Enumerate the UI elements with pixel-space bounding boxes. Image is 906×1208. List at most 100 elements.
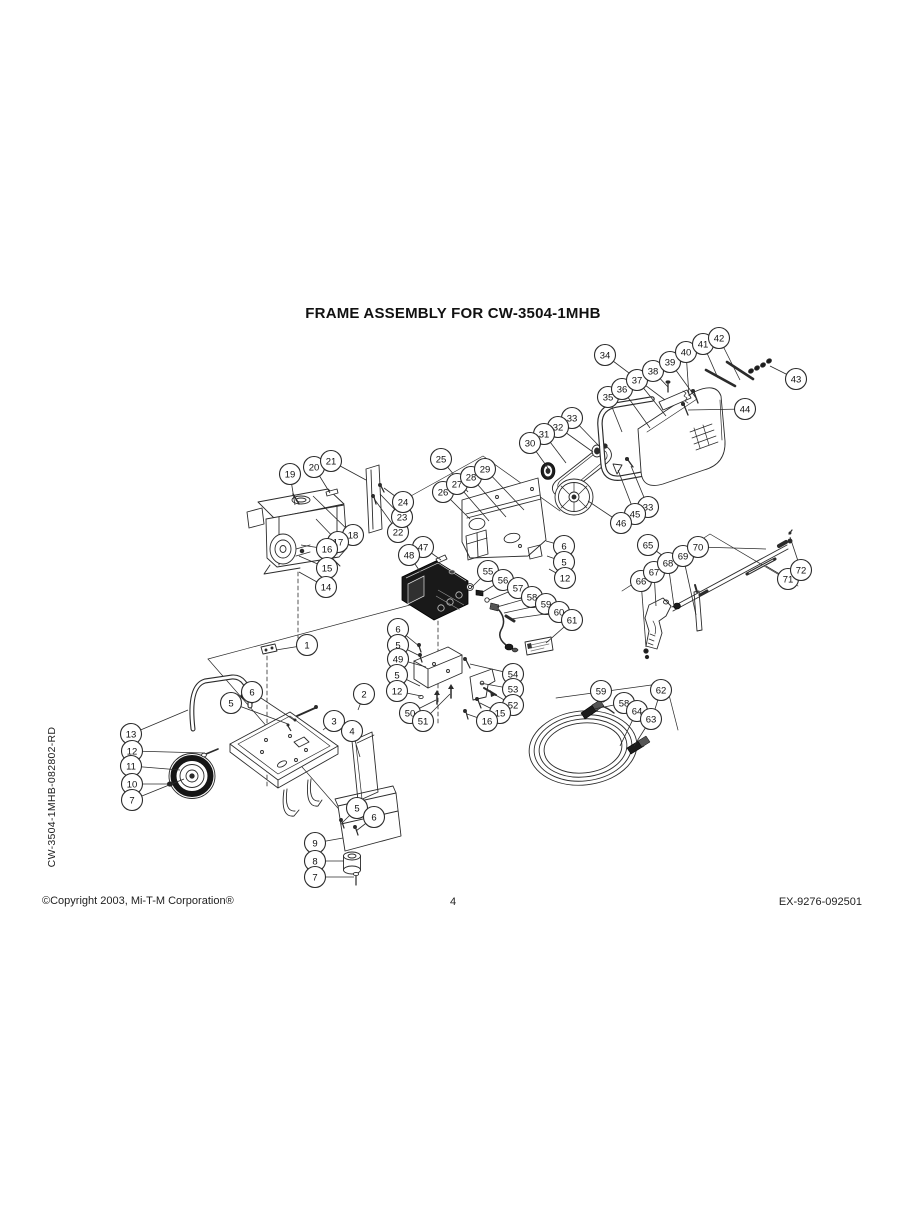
callout-number: 3 xyxy=(331,716,336,727)
callout-number: 8 xyxy=(312,856,317,867)
callout-number: 33 xyxy=(567,413,578,424)
callout-number: 5 xyxy=(228,698,233,709)
callout-number: 33 xyxy=(643,502,654,513)
pump-bracket-drawing xyxy=(413,643,497,720)
callout-number: 55 xyxy=(483,566,494,577)
callout-balloon-3 xyxy=(322,709,346,733)
callout-number: 47 xyxy=(418,542,429,553)
callout-number: 5 xyxy=(354,803,359,814)
callout-number: 35 xyxy=(603,392,614,403)
callout-number: 57 xyxy=(513,583,524,594)
copyright-text: ©Copyright 2003, Mi-T-M Corporation® xyxy=(42,895,234,907)
callout-number: 40 xyxy=(681,347,692,358)
callout-number: 15 xyxy=(322,563,333,574)
callout-number: 20 xyxy=(309,462,320,473)
callout-balloon-51 xyxy=(411,709,435,733)
callout-number: 60 xyxy=(554,607,565,618)
callout-number: 52 xyxy=(508,700,519,711)
wheel-drawing xyxy=(166,748,219,799)
callout-number: 27 xyxy=(452,479,463,490)
foot-bracket-drawing xyxy=(334,785,402,886)
callout-number: 4 xyxy=(349,726,354,737)
callout-number: 7 xyxy=(312,872,317,883)
callout-number: 24 xyxy=(398,497,409,508)
callout-number: 12 xyxy=(127,746,138,757)
callout-balloon-7 xyxy=(120,788,144,812)
frame-drawing xyxy=(229,643,379,817)
callout-number: 36 xyxy=(617,384,628,395)
callout-balloon-42 xyxy=(707,326,731,350)
beltguard-cover-drawing xyxy=(637,387,726,486)
callout-balloon-14 xyxy=(314,575,338,599)
callout-number: 54 xyxy=(508,669,519,680)
document-code: EX-9276-092501 xyxy=(778,896,862,908)
callout-number: 70 xyxy=(693,542,704,553)
callout-number: 67 xyxy=(649,567,660,578)
callout-number: 1 xyxy=(304,640,309,651)
callout-balloon-24 xyxy=(391,490,415,514)
callout-number: 16 xyxy=(482,716,493,727)
callout-number: 42 xyxy=(714,333,725,344)
callout-number: 12 xyxy=(392,686,403,697)
callout-number: 2 xyxy=(361,689,366,700)
callout-number: 62 xyxy=(656,685,667,696)
callout-number: 46 xyxy=(616,518,627,529)
callout-number: 30 xyxy=(525,438,536,449)
callout-number: 58 xyxy=(527,592,538,603)
backplate-drawing xyxy=(461,477,547,561)
callout-number: 41 xyxy=(698,339,709,350)
callout-balloon-5 xyxy=(345,796,369,820)
callout-number: 43 xyxy=(791,374,802,385)
callout-balloon-12 xyxy=(385,679,409,703)
callout-number: 13 xyxy=(126,729,137,740)
callout-number: 12 xyxy=(560,573,571,584)
callout-balloon-63 xyxy=(639,707,663,731)
callout-number: 56 xyxy=(498,575,509,586)
callout-number: 44 xyxy=(740,404,751,415)
callout-balloon-44 xyxy=(733,397,757,421)
callout-balloon-46 xyxy=(609,511,633,535)
callout-balloon-19 xyxy=(278,462,302,486)
callout-number: 18 xyxy=(348,530,359,541)
callout-number: 64 xyxy=(632,706,643,717)
callout-balloon-48 xyxy=(397,543,421,567)
callout-number: 9 xyxy=(312,838,317,849)
callout-number: 5 xyxy=(395,640,400,651)
callout-balloon-62 xyxy=(649,678,673,702)
callout-number: 10 xyxy=(127,779,138,790)
callout-number: 38 xyxy=(648,366,659,377)
callout-number: 6 xyxy=(249,687,254,698)
callout-number: 45 xyxy=(630,509,641,520)
callout-balloon-16 xyxy=(475,709,499,733)
callout-balloon-43 xyxy=(784,367,808,391)
page-title: FRAME ASSEMBLY FOR CW-3504-1MHB xyxy=(305,305,601,322)
callout-number: 19 xyxy=(285,469,296,480)
callout-number: 51 xyxy=(418,716,429,727)
caution-decal xyxy=(524,636,554,656)
callout-number: 6 xyxy=(395,624,400,635)
cover-hardware-drawing xyxy=(665,358,772,416)
callout-number: 28 xyxy=(466,472,477,483)
callout-number: 37 xyxy=(632,375,643,386)
callout-number: 7 xyxy=(129,795,134,806)
callout-number: 39 xyxy=(665,357,676,368)
callout-number: 26 xyxy=(438,487,449,498)
callout-number: 61 xyxy=(567,615,578,626)
callout-balloon-30 xyxy=(518,431,542,455)
callout-balloon-7 xyxy=(303,865,327,889)
callout-leader-line xyxy=(697,546,767,550)
callout-balloon-29 xyxy=(473,457,497,481)
callout-balloon-25 xyxy=(429,447,453,471)
callout-number: 71 xyxy=(783,574,794,585)
callout-number: 34 xyxy=(600,350,611,361)
callout-number: 72 xyxy=(796,565,807,576)
callout-balloon-59 xyxy=(589,679,613,703)
callout-balloon-39 xyxy=(658,350,682,374)
page-number: 4 xyxy=(449,896,457,908)
callout-number: 63 xyxy=(646,714,657,725)
callout-number: 14 xyxy=(321,582,332,593)
callout-number: 50 xyxy=(405,708,416,719)
callout-balloon-2 xyxy=(352,682,376,706)
callout-number: 23 xyxy=(397,512,408,523)
